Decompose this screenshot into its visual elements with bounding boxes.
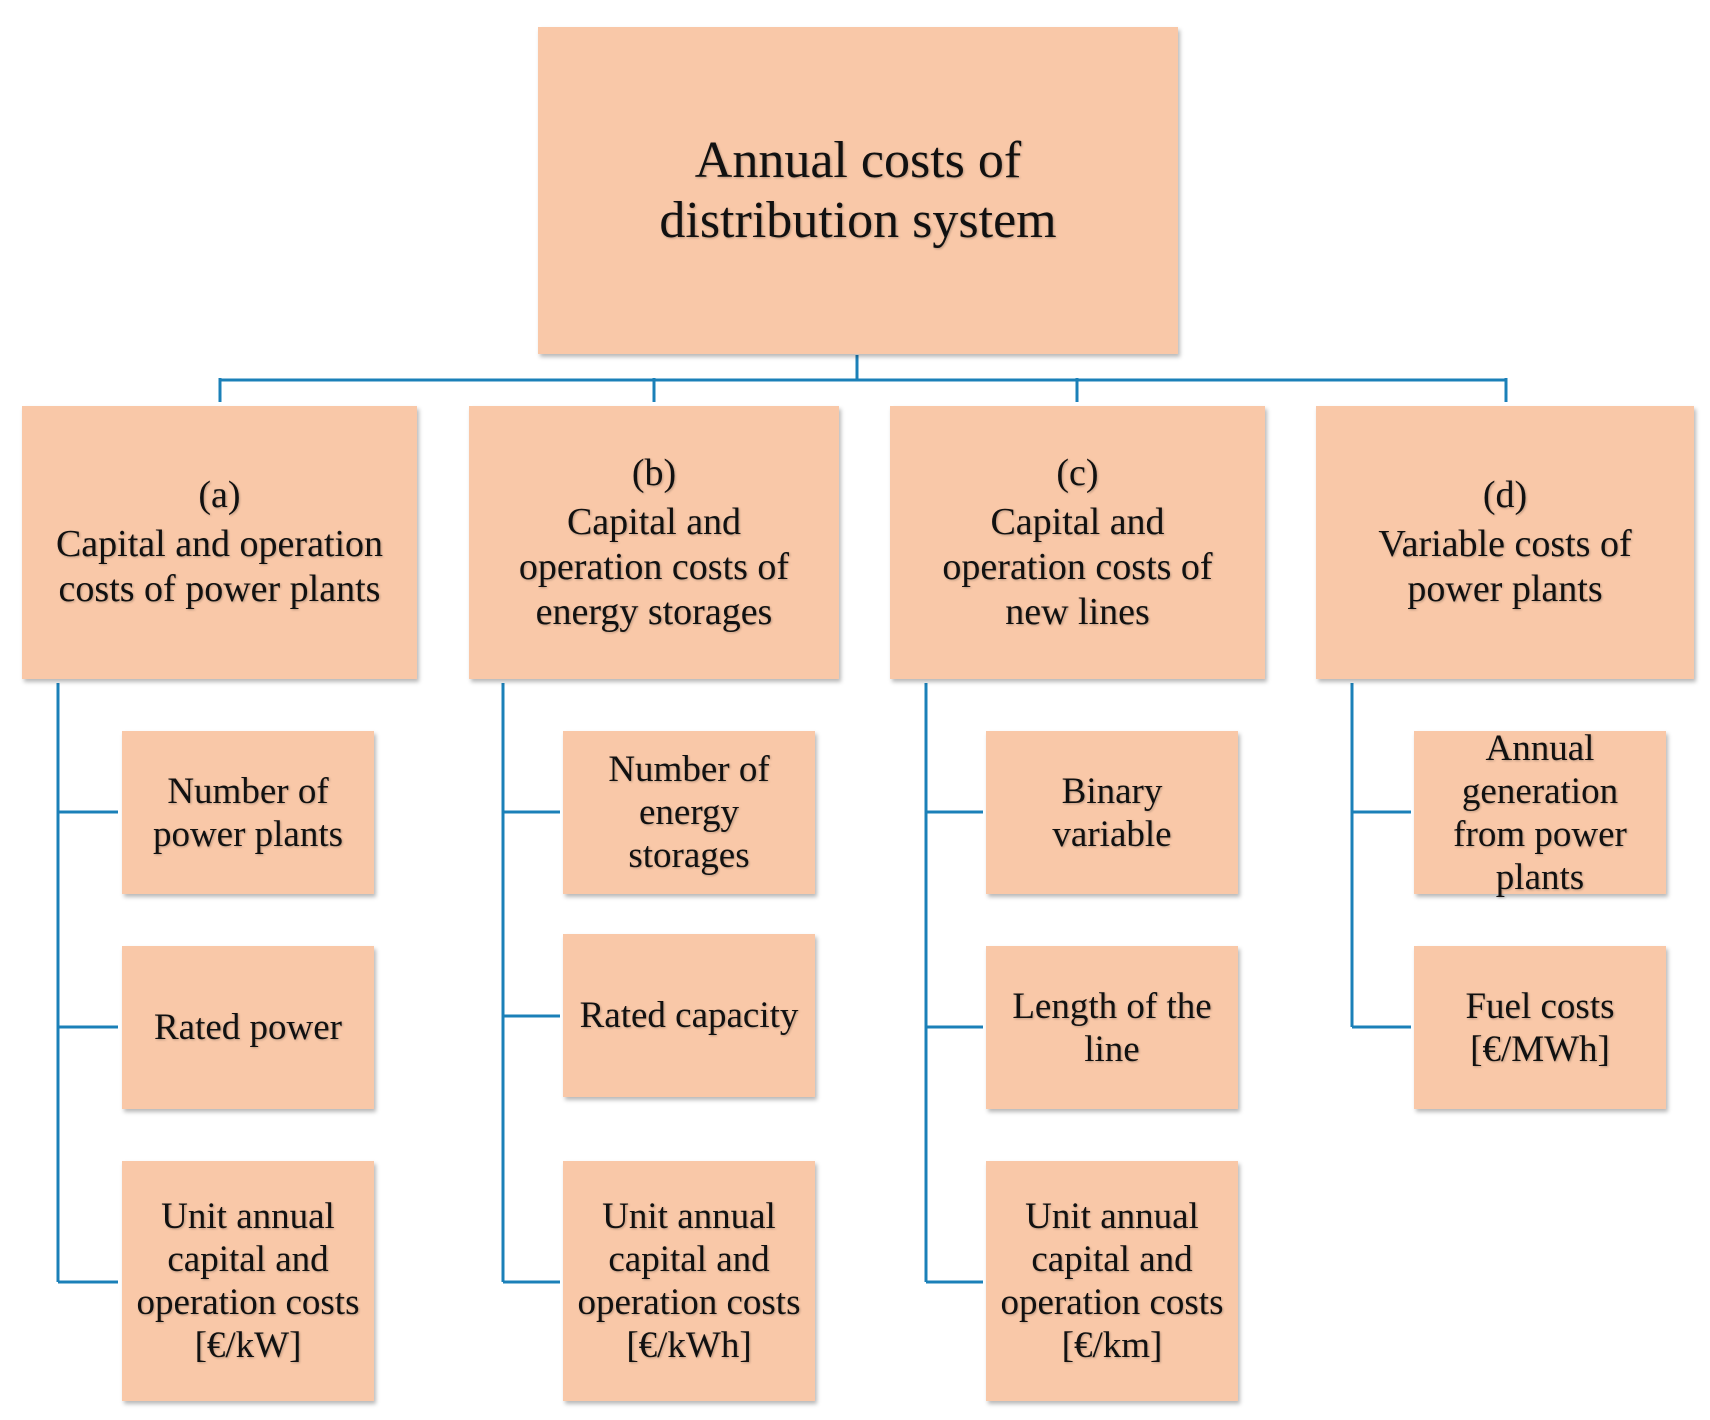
root-title-line: distribution system [659, 191, 1057, 249]
leaf-label-line: Rated capacity [579, 995, 799, 1036]
leaf-label-line: [€/km] [1061, 1325, 1163, 1366]
leaf-label-line: [€/MWh] [1470, 1028, 1610, 1070]
leaf-label-line: Rated power [153, 1007, 343, 1048]
category-label-line: Capital and [990, 500, 1165, 543]
leaf-label-line: capital and [608, 1239, 770, 1280]
category-letter: (c) [1056, 451, 1099, 494]
leaf-node: Length of the line [986, 946, 1238, 1109]
leaf-label-line: Unit annual [161, 1196, 335, 1237]
leaf-label-line: Length of the [1012, 985, 1212, 1027]
leaf-node: Unit annual capital and operation costs … [122, 1161, 374, 1401]
leaf-label-line: Binary [1061, 770, 1163, 812]
category-letter: (d) [1482, 474, 1528, 516]
leaf-label-line: storages [628, 835, 750, 876]
leaf-label-line: plants [1495, 856, 1585, 898]
category-letter: (b) [631, 451, 677, 494]
leaf-label-line: variable [1052, 813, 1172, 855]
leaf-label-line: operation costs [1000, 1282, 1224, 1323]
category-label-line: operation costs of [942, 545, 1213, 588]
category-node-d: (d) Variable costs of power plants [1316, 406, 1694, 679]
category-node-b: (b) Capital and operation costs of energ… [469, 406, 839, 679]
leaf-label-line: energy [639, 792, 739, 833]
leaf-node: Rated power [122, 946, 374, 1109]
leaf-node: Rated capacity [563, 934, 815, 1097]
leaf-label-line: generation [1461, 770, 1619, 812]
leaf-label-line: Annual [1485, 727, 1595, 769]
leaf-node: Annual generation from power plants [1414, 728, 1666, 898]
leaf-label-line: [€/kWh] [626, 1325, 752, 1366]
category-label-line: power plants [1407, 568, 1603, 610]
category-node-a: (a) Capital and operation costs of power… [22, 406, 417, 679]
leaf-node: Number of power plants [122, 731, 374, 894]
leaf-label-line: capital and [1031, 1239, 1193, 1280]
leaf-node: Binary variable [986, 731, 1238, 894]
category-node-c: (c) Capital and operation costs of new l… [890, 406, 1265, 679]
leaf-label-line: Unit annual [1025, 1196, 1199, 1237]
leaf-node: Unit annual capital and operation costs … [986, 1161, 1238, 1401]
leaf-label-line: Fuel costs [1465, 985, 1615, 1027]
leaf-node: Fuel costs [€/MWh] [1414, 946, 1666, 1109]
category-label-line: Capital and operation [55, 523, 384, 565]
leaf-label-line: Number of [608, 749, 770, 790]
category-label-line: new lines [1005, 590, 1150, 633]
category-label-line: costs of power plants [58, 568, 381, 610]
leaf-node: Number of energy storages [563, 731, 815, 894]
leaf-label-line: [€/kW] [194, 1325, 302, 1366]
category-label-line: operation costs of [518, 545, 790, 588]
leaf-label-line: capital and [167, 1239, 329, 1280]
leaf-label-line: operation costs [136, 1282, 360, 1323]
leaf-node: Unit annual capital and operation costs … [563, 1161, 815, 1401]
category-letter: (a) [198, 474, 241, 516]
root-node: Annual costs of distribution system [538, 27, 1178, 354]
leaf-label-line: Number of [167, 770, 329, 812]
leaf-label-line: operation costs [577, 1282, 801, 1323]
leaf-label-line: Unit annual [602, 1196, 776, 1237]
leaf-label-line: from power [1453, 813, 1627, 855]
category-label-line: Capital and [566, 500, 742, 543]
leaf-label-line: power plants [152, 813, 344, 855]
category-label-line: energy storages [535, 590, 773, 633]
root-title-line: Annual costs of [694, 131, 1022, 189]
category-label-line: Variable costs of [1378, 523, 1632, 565]
leaf-label-line: line [1084, 1028, 1140, 1070]
